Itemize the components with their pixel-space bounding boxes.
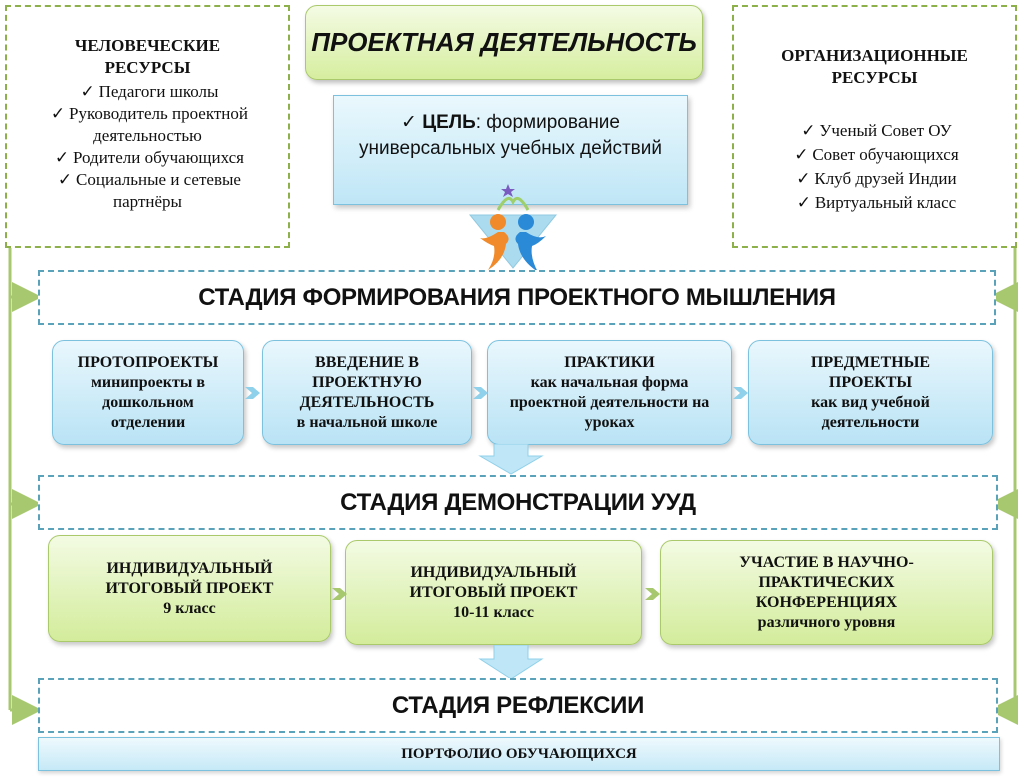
stage-2-card-conferences: УЧАСТИЕ В НАУЧНО-ПРАКТИЧЕСКИХ КОНФЕРЕНЦИ… [660, 540, 993, 645]
human-resources-title: ЧЕЛОВЕЧЕСКИЕ РЕСУРСЫ [74, 36, 221, 77]
stage-1-card-protoprojects: ПРОТОПРОЕКТЫ минипроекты в дошкольном от… [52, 340, 244, 445]
check-icon: ✓ [796, 193, 811, 212]
goal-text: : формирование универсальных учебных дей… [359, 112, 662, 159]
human-resources-box: ЧЕЛОВЕЧЕСКИЕ РЕСУРСЫ ✓Педагоги школы ✓Ру… [5, 5, 290, 248]
human-resources-list: ✓Педагоги школы ✓Руководитель проектной … [7, 81, 288, 213]
arrow-right-icon [332, 588, 347, 600]
stage-1-header: СТАДИЯ ФОРМИРОВАНИЯ ПРОЕКТНОГО МЫШЛЕНИЯ [38, 270, 996, 325]
list-item: ✓Социальные и сетевые партнёры [7, 169, 288, 213]
check-icon: ✓ [796, 169, 811, 188]
arrow-down-icon [478, 645, 544, 680]
goal-box: ✓ ЦЕЛЬ: формирование универсальных учебн… [333, 95, 688, 205]
list-item: ✓Ученый Совет ОУ [734, 119, 1015, 143]
stage-2-card-final-project-9: ИНДИВИДУАЛЬНЫЙ ИТОГОВЫЙ ПРОЕКТ 9 класс [48, 535, 331, 642]
arrow-right-icon [245, 387, 260, 399]
stage-1-card-subject-projects: ПРЕДМЕТНЫЕ ПРОЕКТЫ как вид учебной деяте… [748, 340, 993, 445]
page-title: ПРОЕКТНАЯ ДЕЯТЕЛЬНОСТЬ [305, 5, 703, 80]
check-icon: ✓ [80, 82, 95, 101]
stage-2-card-final-project-10-11: ИНДИВИДУАЛЬНЫЙ ИТОГОВЫЙ ПРОЕКТ 10-11 кла… [345, 540, 642, 645]
org-resources-list: ✓Ученый Совет ОУ ✓Совет обучающихся ✓Клу… [734, 119, 1015, 215]
stage-2-header: СТАДИЯ ДЕМОНСТРАЦИИ УУД [38, 475, 998, 530]
stage-3-header: СТАДИЯ РЕФЛЕКСИИ [38, 678, 998, 733]
check-icon: ✓ [794, 145, 809, 164]
check-icon: ✓ [54, 148, 70, 167]
check-icon: ✓ [801, 121, 816, 140]
arrow-right-icon [733, 387, 748, 399]
list-item: ✓Виртуальный класс [734, 191, 1015, 215]
check-icon: ✓ [50, 104, 66, 123]
org-resources-title: ОРГАНИЗАЦИОННЫЕ РЕСУРСЫ [781, 46, 968, 87]
list-item: ✓Клуб друзей Индии [734, 167, 1015, 191]
children-logo-icon [468, 184, 558, 272]
list-item: ✓Педагоги школы [7, 81, 288, 103]
list-item: ✓Руководитель проектной деятельностью [7, 103, 288, 147]
goal-label: ЦЕЛЬ [422, 112, 476, 133]
org-resources-box: ОРГАНИЗАЦИОННЫЕ РЕСУРСЫ ✓Ученый Совет ОУ… [732, 5, 1017, 248]
list-item: ✓Совет обучающихся [734, 143, 1015, 167]
check-icon: ✓ [57, 170, 73, 189]
portfolio-bar: ПОРТФОЛИО ОБУЧАЮЩИХСЯ [38, 737, 1000, 771]
stage-1-card-practices: ПРАКТИКИ как начальная форма проектной д… [487, 340, 732, 445]
stage-1-card-introduction: ВВЕДЕНИЕ В ПРОЕКТНУЮ ДЕЯТЕЛЬНОСТЬ в нача… [262, 340, 472, 445]
arrow-right-icon [473, 387, 488, 399]
list-item: ✓Родители обучающихся [7, 147, 288, 169]
arrow-right-icon [645, 588, 660, 600]
arrow-down-icon [478, 444, 544, 475]
check-icon: ✓ [400, 112, 423, 133]
